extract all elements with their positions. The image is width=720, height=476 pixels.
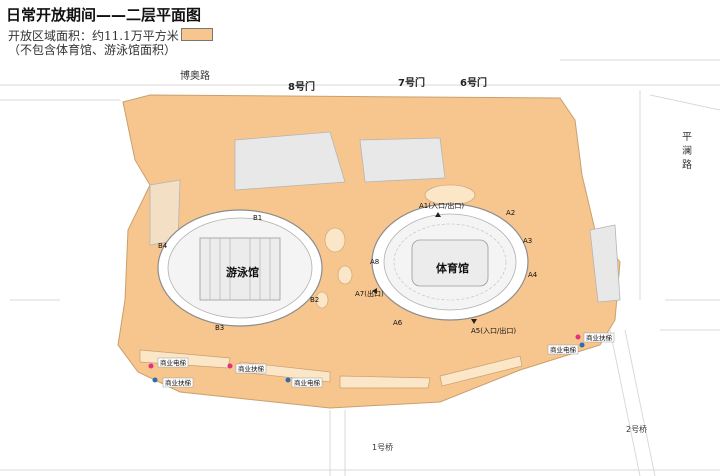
gate-7: 7号门 (398, 76, 425, 89)
facility-markers (148, 334, 585, 383)
entrance-b3: B3 (215, 324, 224, 332)
natatorium-building (157, 209, 323, 327)
entrance-a8: A8 (370, 258, 379, 266)
road-boao: 博奥路 (180, 69, 210, 82)
bridge-1: 1号桥 (372, 442, 393, 452)
map-title: 日常开放期间——二层平面图 (6, 6, 202, 24)
gymnasium-label: 体育馆 (436, 261, 469, 275)
elevator-right: 商业电梯 (550, 345, 577, 354)
entrance-a5: A5(入口/出口) (471, 326, 516, 335)
gate-6: 6号门 (460, 76, 487, 89)
legend-swatch (180, 28, 213, 41)
legend-note: （不包含体育馆、游泳馆面积） (8, 43, 177, 57)
structures (149, 131, 621, 303)
escalator-mid: 商业扶梯 (238, 364, 265, 373)
entrance-b4: B4 (158, 242, 168, 250)
background-streets (0, 59, 720, 476)
road-pinglan-1: 平 (682, 132, 692, 143)
entrance-a1: A1(入口/出口) (419, 201, 464, 210)
legend-area: 开放区域面积：约11.1万平方米 (8, 27, 213, 44)
entrance-a7: A7(出口) (355, 289, 384, 298)
entrance-a6: A6 (393, 319, 403, 327)
entrance-a2: A2 (506, 209, 515, 217)
natatorium-label: 游泳馆 (226, 265, 259, 279)
entrance-labels: B1 B2 B3 B4 A1(入口/出口) A2 A3 A4 A5(入口/出口)… (158, 201, 538, 335)
elevator-left: 商业电梯 (160, 358, 187, 367)
facility-labels: 商业电梯 商业扶梯 商业扶梯 商业电梯 商业电梯 商业扶梯 (157, 332, 615, 388)
entrance-b1: B1 (253, 214, 262, 222)
escalator-left: 商业扶梯 (165, 378, 192, 387)
escalator-right: 商业扶梯 (586, 333, 613, 342)
entrance-a3: A3 (523, 237, 532, 245)
entrance-arrows (372, 212, 477, 324)
entrance-a4: A4 (528, 271, 538, 279)
road-pinglan-3: 路 (682, 158, 692, 171)
road-pinglan-2: 澜 (682, 145, 692, 157)
gate-8: 8号门 (288, 80, 315, 93)
inner-pads (315, 184, 476, 309)
entrance-b2: B2 (310, 296, 319, 304)
bridge-2: 2号桥 (626, 424, 647, 434)
legend-area-text: 开放区域面积：约11.1万平方米 (8, 29, 179, 43)
gymnasium-building (371, 203, 529, 321)
elevator-mid: 商业电梯 (294, 378, 321, 387)
